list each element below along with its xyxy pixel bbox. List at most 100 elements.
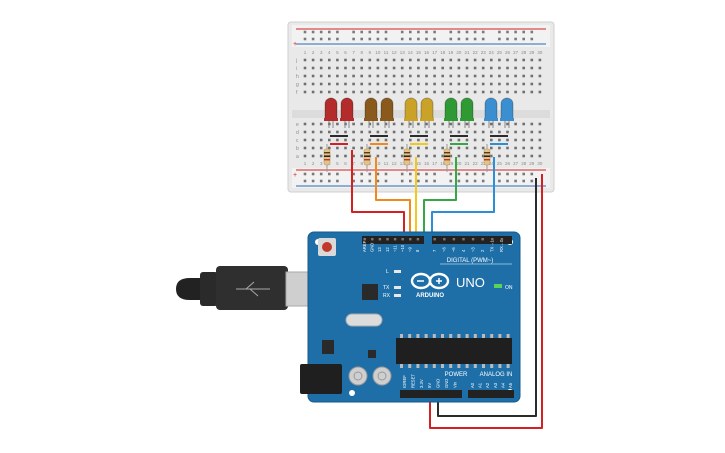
header-pin[interactable] [409,238,412,241]
terminal-hole [449,138,453,142]
column-number: 8 [360,161,363,166]
header-pin[interactable] [481,238,484,241]
terminal-hole [506,154,509,158]
header-pin[interactable] [433,238,436,241]
header-pin[interactable] [471,238,475,241]
terminal-hole [473,82,477,86]
terminal-hole [457,74,461,78]
led[interactable] [380,97,394,121]
header-pin[interactable] [386,238,389,241]
chip-pin [506,364,510,368]
rail-hole [319,172,323,176]
rail-hole [311,30,315,34]
terminal-hole [368,66,372,70]
resistor[interactable] [443,148,451,166]
row-letter: g [296,82,299,88]
led[interactable] [324,97,338,121]
rail-hole [384,30,388,34]
header-pin[interactable] [491,238,494,241]
header-pin[interactable] [452,238,456,241]
rail-hole [465,37,469,41]
pin-label: AREF [362,240,367,252]
led[interactable] [500,97,514,121]
led[interactable] [420,97,434,121]
crystal [345,313,383,327]
terminal-hole [441,66,444,70]
rail-hole [417,179,420,183]
terminal-hole [441,122,444,126]
header-pin[interactable] [363,238,366,241]
terminal-hole [425,122,428,126]
header-pin[interactable] [393,238,397,241]
analog-header-label: ANALOG IN [480,372,513,378]
led[interactable] [364,97,378,121]
terminal-hole [417,66,420,70]
pin-label: ~5 [451,247,456,252]
power-pin-label: IOREF [402,375,407,388]
terminal-hole [392,138,396,142]
header-pin[interactable] [401,238,404,241]
resistor[interactable] [403,148,411,166]
chip-pin [408,364,412,368]
column-number: 14 [408,50,414,55]
terminal-hole [376,66,380,70]
terminal-hole [384,122,388,126]
rail-hole [498,37,501,41]
header-pin[interactable] [371,238,374,241]
terminal-hole [417,154,420,158]
chip-pin [498,334,502,338]
rail-hole [473,30,477,34]
pin-label: ~6 [442,247,447,252]
column-number: 30 [537,161,543,166]
header-pin[interactable] [500,238,504,241]
resistor[interactable] [363,148,371,166]
led-rim [324,118,338,121]
terminal-hole [319,66,323,70]
header-pin[interactable] [443,238,446,241]
rail-hole [498,172,501,176]
rail-hole [384,179,388,183]
tx-led [394,286,401,289]
terminal-hole [457,154,461,158]
rail-hole [303,37,307,41]
column-number: 16 [424,161,430,166]
terminal-hole [530,138,534,142]
led[interactable] [484,97,498,121]
header-pin[interactable] [462,238,465,241]
led[interactable] [460,97,474,121]
rail-hole [311,172,315,176]
terminal-hole [311,130,315,134]
power-pin-label: RESET [410,374,415,388]
terminal-hole [538,74,542,78]
chip-pin [400,364,403,368]
terminal-hole [457,66,461,70]
column-number: 13 [400,161,406,166]
header-pin[interactable] [378,238,382,241]
terminal-hole [417,58,420,62]
reset-button[interactable] [322,242,332,252]
usb-cable [176,266,315,310]
terminal-hole [344,66,347,70]
rail-hole [449,172,453,176]
resistor-band [404,152,410,154]
rail-hole [368,37,372,41]
led[interactable] [404,97,418,121]
resistor[interactable] [323,148,331,166]
rail-hole [514,37,517,41]
header-pin[interactable] [416,238,420,241]
terminal-hole [530,58,534,62]
terminal-hole [303,90,307,94]
resistor[interactable] [483,148,491,166]
led[interactable] [444,97,458,121]
terminal-hole [311,122,315,126]
chip-pin [424,334,428,338]
led[interactable] [340,97,354,121]
power-jack[interactable] [300,364,342,394]
chip-pins [400,334,510,368]
rail-hole [417,172,420,176]
terminal-hole [514,122,517,126]
terminal-hole [311,82,315,86]
rail-hole [360,37,363,41]
